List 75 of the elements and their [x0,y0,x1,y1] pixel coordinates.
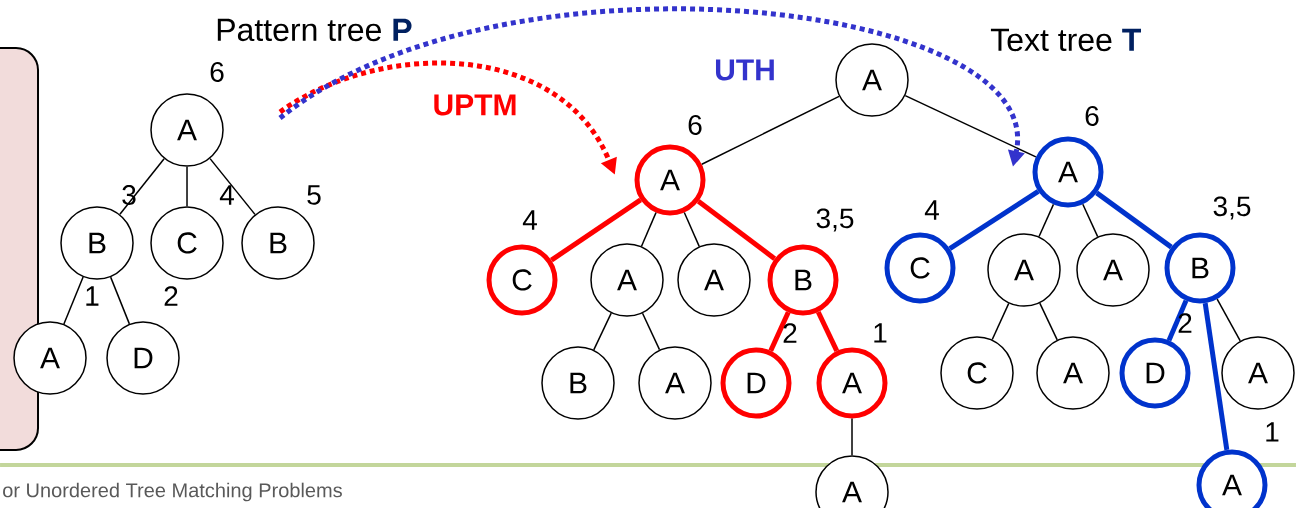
weight-label: 2 [783,323,797,343]
tree-edge [641,312,661,351]
tree-node: D [106,321,180,395]
weight-label: 4 [522,210,537,230]
tree-edge [1202,302,1230,451]
tree-edge [683,211,700,248]
tree-edge [1216,298,1241,342]
tree-edge [550,197,642,263]
weight-label: 3,5 [1213,196,1251,220]
tree-edge [209,157,256,216]
weight-label: 5 [307,185,321,205]
tree-node: B [1164,232,1236,304]
tree-node: A [816,347,888,419]
tree-node: D [1119,337,1191,409]
tree-edge [186,166,188,207]
tree-node: C [150,206,224,280]
tree-edge [1166,299,1189,342]
tree-node: A [1032,136,1104,208]
tree-edge [63,276,84,325]
tree-node: C [884,232,956,304]
weight-label: 6 [210,62,224,82]
tree-node: A [815,455,889,508]
tree-node: B [241,206,315,280]
weight-label: 4 [219,185,234,205]
tree-edge [593,312,612,351]
tree-node: D [720,347,792,419]
tree-node: A [987,233,1061,307]
heading: Pattern tree P [217,18,412,42]
tree-node: C [940,336,1014,410]
weight-label: 3 [122,185,136,205]
weight-label: 2 [164,286,178,306]
tree-node: B [541,346,615,420]
tree-node: A [13,321,87,395]
tree-edge [640,211,657,247]
tree-edge [948,189,1040,251]
node-label: A [1222,474,1242,496]
weight-label: 1 [1266,422,1279,442]
tree-edge [1038,203,1055,238]
tree-node: A [638,346,712,420]
tree-edge [1082,203,1099,238]
tree-edge [816,310,839,352]
tree-node: A [835,43,909,117]
tree-node: A [634,144,706,216]
tree-node: A [1196,449,1268,508]
edge-label: UPTM [431,93,519,117]
weight-label: 6 [688,115,702,135]
tree-edge [119,158,165,215]
tree-node: B [767,244,839,316]
weight-label: 1 [874,323,887,343]
tree-edge [109,276,131,325]
tree-edge [1095,190,1173,250]
tree-node: B [60,206,134,280]
heading: Text tree T [990,28,1141,52]
tree-node: A [150,93,224,167]
edge-label: UTH [713,58,777,82]
tree-node: A [1221,336,1295,410]
tree-node: A [1036,336,1110,410]
tree-edge [851,417,853,456]
tree-node: A [590,243,664,317]
tree-edge [701,95,840,165]
weight-label: 3,5 [816,208,854,232]
tree-edge [904,94,1037,158]
tree-edge [696,199,777,261]
tree-edge [768,311,791,352]
weight-label: 4 [924,200,939,220]
tree-node: A [1076,233,1150,307]
node-label: A [842,481,862,503]
tree-node: C [486,244,558,316]
weight-label: 2 [1178,313,1192,333]
footer-text: or Unordered Tree Matching Problems [3,482,342,502]
tree-edge [991,302,1010,341]
weight-label: 6 [1085,106,1099,126]
tree-node: A [677,243,751,317]
weight-label: 1 [86,286,99,306]
tree-edge [1039,302,1058,341]
